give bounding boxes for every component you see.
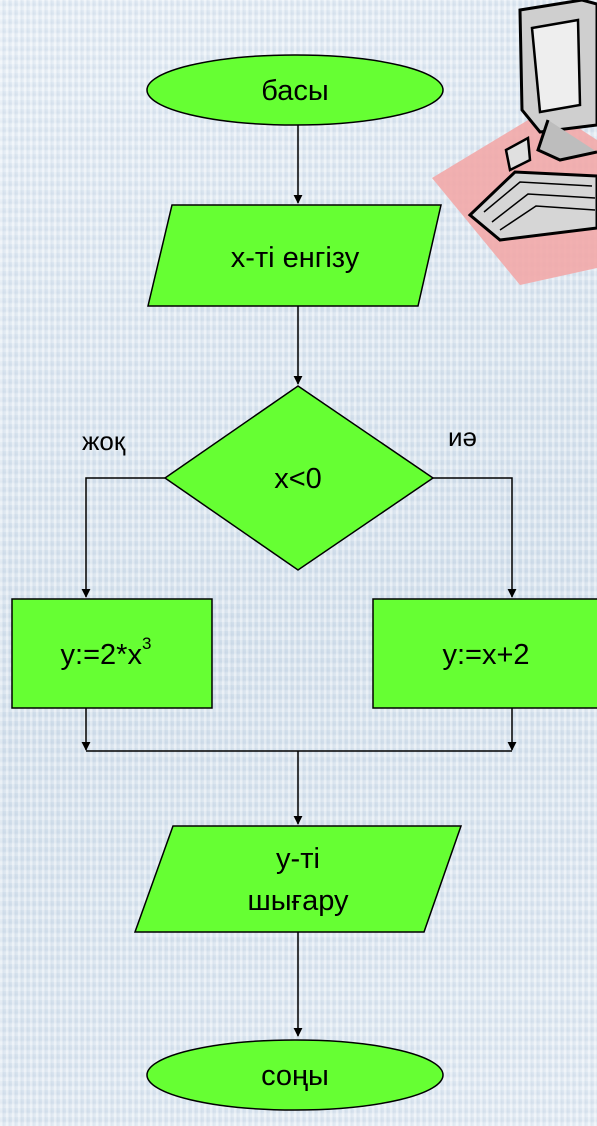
assign-false-exponent: 3: [142, 634, 151, 653]
start-terminator: басы: [146, 54, 444, 126]
computer-clipart-icon: [432, 0, 597, 285]
process-box-false: у:=2*х3: [11, 598, 213, 709]
end-label: соңы: [261, 1060, 329, 1092]
process-box-true: у:=х+2: [372, 598, 597, 709]
output-parallelogram: у-ті шығару: [133, 825, 463, 933]
input-label: х-ті енгізу: [231, 242, 360, 274]
connector-lines: [81, 125, 517, 1037]
assign-false-label: у:=2*х3: [61, 634, 152, 671]
decision-diamond: х<0: [163, 385, 435, 571]
assign-true-label: у:=х+2: [442, 639, 529, 671]
branch-yes-label: иә: [448, 422, 477, 452]
end-terminator: соңы: [146, 1039, 444, 1111]
branch-no-label: жоқ: [82, 426, 126, 456]
decision-label: х<0: [274, 463, 322, 495]
output-label-line2: шығару: [247, 885, 349, 917]
output-label-line1: у-ті: [276, 843, 320, 875]
input-parallelogram: х-ті енгізу: [147, 204, 442, 307]
start-label: басы: [261, 75, 328, 107]
